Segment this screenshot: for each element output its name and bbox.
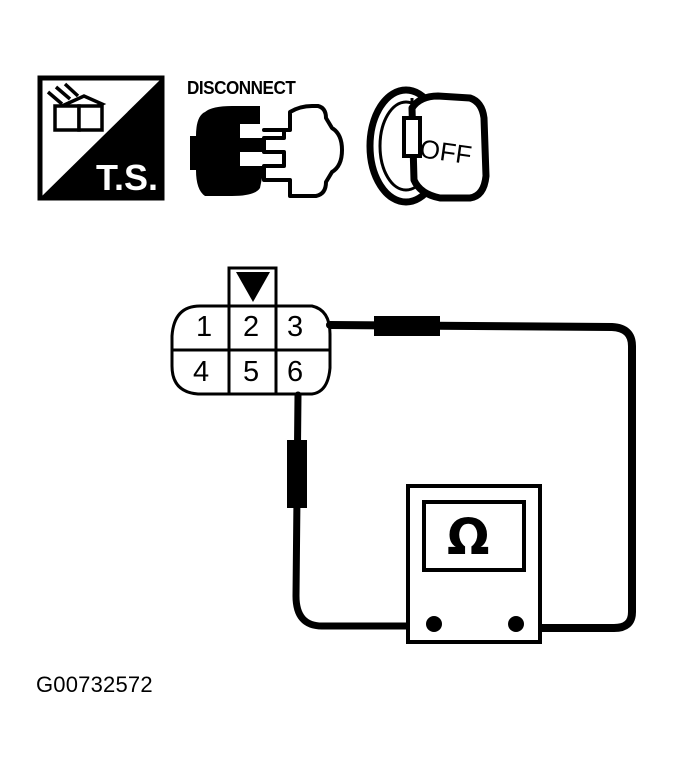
pin-2: 2	[243, 311, 260, 343]
pin-1: 1	[196, 311, 213, 343]
disconnect-label: DISCONNECT	[187, 78, 296, 98]
pin-4: 4	[193, 356, 210, 388]
ts-label: T.S.	[96, 157, 158, 198]
pin-6: 6	[287, 356, 304, 388]
pin-5: 5	[243, 356, 260, 388]
off-label: OFF	[418, 133, 474, 170]
troubleshooting-icon: T.S.	[37, 75, 165, 201]
wires	[292, 321, 636, 632]
pin-3: 3	[287, 311, 304, 343]
ohm-symbol: Ω	[447, 508, 490, 566]
ignition-off-icon: OFF	[366, 86, 490, 206]
probe-handle-pin3	[374, 316, 440, 336]
disconnect-icon	[190, 104, 344, 198]
figure-id: G00732572	[36, 672, 153, 697]
probe-handle-pin6	[287, 440, 307, 508]
